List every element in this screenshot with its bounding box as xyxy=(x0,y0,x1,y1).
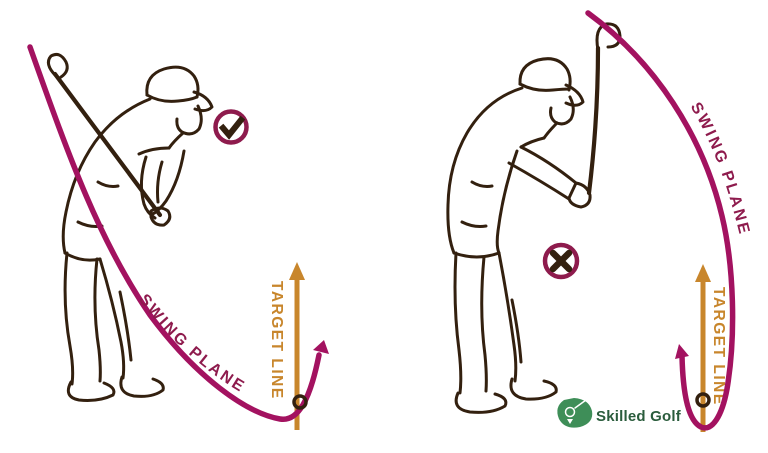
target-line-label-right: TARGET LINE xyxy=(710,287,727,406)
back-outline xyxy=(61,97,152,255)
back-shoe xyxy=(119,375,165,398)
check-icon xyxy=(213,109,249,145)
shirt-fold xyxy=(96,180,120,188)
shirt-fold xyxy=(470,180,494,188)
swing-plane-label-left: SWING PLANE xyxy=(135,291,246,396)
right-golfer-illustration xyxy=(446,22,622,414)
club-head xyxy=(595,22,622,52)
back-leg-edge xyxy=(497,251,518,383)
back-shoe xyxy=(509,377,558,401)
swing-plane-arc xyxy=(27,44,322,422)
skilled-golf-watermark: Skilled Golf xyxy=(557,398,682,428)
cross-circle-ring xyxy=(542,242,580,280)
cap-band xyxy=(145,93,199,103)
logo-golf-tee xyxy=(567,419,573,424)
golf-ball xyxy=(292,394,308,410)
shoulder-line xyxy=(137,146,171,156)
logo-golf-club xyxy=(574,399,587,409)
watermark-text: Skilled Golf xyxy=(596,408,682,425)
right-swing-plane-group: SWING PLANE xyxy=(585,10,750,431)
shirt-fold xyxy=(460,220,488,228)
front-shoe xyxy=(66,380,116,402)
arm-lower xyxy=(507,161,571,201)
arm-upper xyxy=(519,145,578,185)
svg-text:SWING PLANE: SWING PLANE xyxy=(135,291,248,396)
hands xyxy=(567,181,592,209)
arm-inner xyxy=(156,160,164,204)
front-leg-front-edge xyxy=(93,257,102,383)
cap-band xyxy=(518,82,571,92)
shoulder-line xyxy=(519,136,546,149)
cross-mark xyxy=(549,249,573,273)
club-shaft xyxy=(586,45,601,196)
check-mark xyxy=(218,115,246,140)
target-line-label-left: TARGET LINE xyxy=(268,281,285,400)
club-head xyxy=(46,53,69,79)
cross-icon xyxy=(542,242,580,280)
chest-line xyxy=(149,149,186,217)
front-shoe xyxy=(454,391,508,414)
front-leg-back-edge xyxy=(453,251,463,395)
back-leg-inner xyxy=(510,298,523,364)
neck-line xyxy=(167,131,185,150)
left-target-line-group: TARGET LINE xyxy=(268,262,305,430)
club-shaft xyxy=(52,71,163,218)
left-golfer-illustration xyxy=(46,53,214,402)
chest-line xyxy=(495,149,519,255)
back-leg-inner xyxy=(118,290,133,362)
back-leg-edge xyxy=(98,257,126,380)
left-diagram: TARGET LINE SWING PLANE xyxy=(27,44,329,430)
hands xyxy=(149,206,172,227)
back-outline xyxy=(446,86,524,255)
golf-ball xyxy=(695,392,711,408)
neck-line xyxy=(542,121,559,140)
face-outline xyxy=(549,95,575,126)
cap-crown xyxy=(518,57,572,92)
arc-arrow-icon xyxy=(313,340,329,354)
front-leg-back-edge xyxy=(63,251,75,386)
right-diagram: TARGET LINE SWING PLANE xyxy=(446,10,750,432)
belt-line xyxy=(63,251,102,262)
check-circle-ring xyxy=(213,109,249,145)
face-outline xyxy=(175,104,203,136)
cap-crown xyxy=(145,65,200,99)
swing-plane-arc xyxy=(585,10,736,431)
up-arrow-icon xyxy=(695,264,711,282)
up-arrow-icon xyxy=(289,262,305,280)
front-leg-front-edge xyxy=(480,255,488,393)
logo-golf-ball xyxy=(564,406,576,418)
belt-line xyxy=(452,251,501,259)
arc-arrow-icon xyxy=(675,344,689,359)
